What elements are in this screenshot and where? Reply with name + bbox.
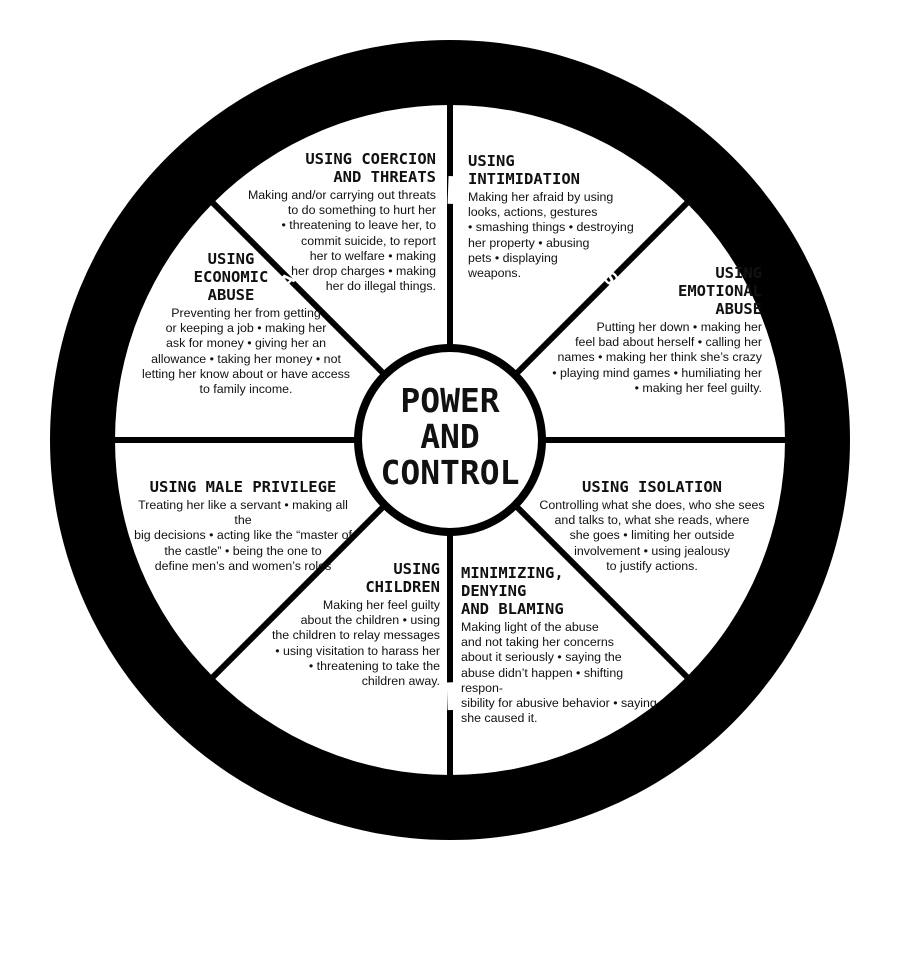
segment-title: USING ECONOMIC ABUSE: [193, 250, 269, 304]
segment-title: MINIMIZING, DENYING AND BLAMING: [461, 564, 564, 618]
segment-body: Making and/or carrying out threats to do…: [247, 188, 436, 294]
segment-body: Making her feel guilty about the childre…: [271, 598, 440, 689]
segment-emotional-abuse: USING EMOTIONAL ABUSE Putting her down •…: [540, 264, 762, 396]
segment-economic-abuse: USING ECONOMIC ABUSE Preventing her from…: [138, 250, 354, 397]
segment-body: Treating her like a servant • making all…: [134, 498, 352, 573]
segment-body: Putting her down • making her feel bad a…: [552, 320, 762, 395]
segment-isolation: USING ISOLATION Controlling what she doe…: [536, 478, 768, 574]
center-line-2: AND: [420, 417, 480, 456]
hub: [362, 352, 538, 528]
segment-minimizing-denying-blaming: MINIMIZING, DENYING AND BLAMING Making l…: [461, 564, 661, 726]
segment-intimidation: USING INTIMIDATION Making her afraid by …: [468, 152, 658, 281]
segment-coercion-threats: USING COERCION AND THREATS Making and/or…: [228, 150, 436, 294]
segment-body: Making light of the abuse and not taking…: [461, 620, 657, 726]
segment-title: USING COERCION AND THREATS: [305, 150, 436, 186]
segment-title: USING INTIMIDATION: [468, 152, 580, 188]
segment-title: USING EMOTIONAL ABUSE: [678, 264, 762, 318]
segment-title: USING MALE PRIVILEGE: [149, 478, 337, 496]
segment-body: Controlling what she does, who she sees …: [539, 498, 765, 573]
segment-body: Preventing her from getting or keeping a…: [141, 306, 350, 397]
segment-male-privilege: USING MALE PRIVILEGE Treating her like a…: [132, 478, 354, 574]
segment-title: USING ISOLATION: [582, 478, 722, 496]
segment-children: USING CHILDREN Making her feel guilty ab…: [262, 560, 440, 689]
center-line-1: POWER: [400, 381, 499, 420]
segment-body: Making her afraid by using looks, action…: [468, 190, 634, 281]
segment-title: USING CHILDREN: [365, 560, 440, 596]
center-line-3: CONTROL: [380, 453, 519, 492]
